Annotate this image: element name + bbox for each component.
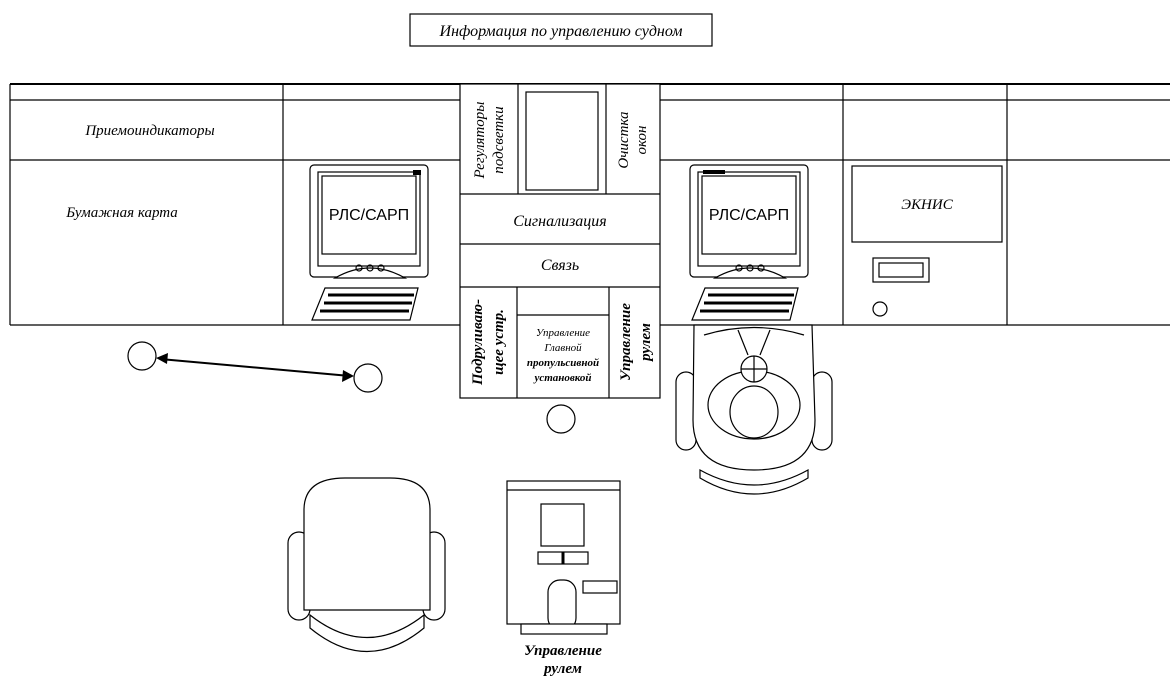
ecdis-station: ЭКНИС — [851, 165, 1003, 317]
paper-chart-label: Бумажная карта — [65, 205, 178, 221]
alarm-label: Сигнализация — [513, 213, 607, 230]
title-box: Информация по управлению судном — [409, 13, 713, 47]
thruster-label-2: щее устр. — [491, 309, 507, 375]
steering-label-2: рулем — [638, 323, 654, 363]
backlight-label-2: подсветки — [491, 106, 507, 173]
central-console: Регуляторы подсветки Очистка окон Сигнал… — [459, 83, 661, 399]
helm-stand-label-1: Управление — [524, 643, 602, 659]
operator-chair-occupied — [675, 324, 833, 495]
main-propulsion-label-4: установкой — [532, 372, 591, 384]
radar-right-label: РЛС/САРП — [709, 207, 789, 224]
helm-stand: Управление рулем — [506, 480, 621, 677]
radar-workstation-right: РЛС/САРП — [689, 164, 809, 321]
main-console — [9, 83, 1170, 326]
main-propulsion-label-1: Управление — [536, 327, 590, 339]
operator-position-circle — [546, 404, 576, 434]
helm-stand-label-2: рулем — [542, 661, 582, 677]
movement-arrow — [127, 341, 383, 393]
backlight-label-1: Регуляторы — [472, 102, 488, 180]
window-cleaning-label-2: окон — [634, 126, 650, 155]
thruster-label-1: Подруливаю- — [470, 299, 486, 386]
comms-label: Связь — [541, 257, 579, 274]
diagram-title: Информация по управлению судном — [439, 23, 683, 40]
steering-label-1: Управление — [618, 303, 634, 381]
radar-workstation-left: РЛС/САРП — [309, 164, 429, 321]
ecdis-label: ЭКНИС — [901, 197, 953, 213]
chair-empty — [287, 477, 446, 653]
main-propulsion-label-3: пропульсивной — [527, 357, 599, 369]
window-cleaning-label-1: Очистка — [616, 111, 632, 168]
main-propulsion-label-2: Главной — [543, 342, 582, 354]
radar-left-label: РЛС/САРП — [329, 207, 409, 224]
receivers-label: Приемоиндикаторы — [84, 123, 214, 139]
